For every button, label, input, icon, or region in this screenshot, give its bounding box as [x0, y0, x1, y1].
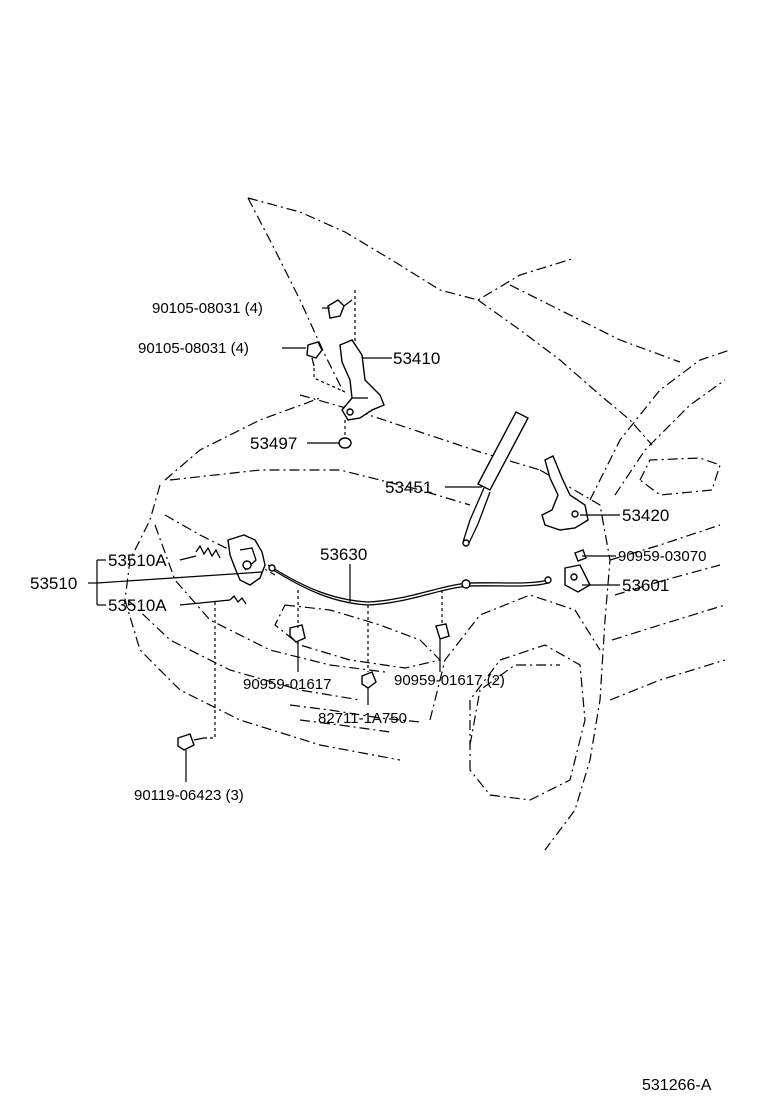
label-lock-a-bottom: 53510A — [108, 596, 167, 615]
label-hinge-right: 53420 — [622, 506, 669, 525]
hood-cushion-icon — [338, 437, 352, 449]
clamp-right-icon — [435, 623, 450, 640]
label-cable: 53630 — [320, 545, 367, 564]
center-clip-icon — [361, 671, 377, 689]
bolt-bottom-icon — [177, 733, 205, 751]
label-bolt-mid: 90105-08031 (4) — [138, 340, 249, 357]
hood-hinge-left-icon — [339, 339, 385, 421]
hood-lock-icon — [227, 534, 266, 586]
label-clamp-left: 90959-01617 — [243, 676, 331, 693]
label-clip-right-top: 90959-03070 — [618, 548, 706, 565]
label-bolt-top: 90105-08031 (4) — [152, 300, 263, 317]
clip-right-top-icon — [574, 549, 587, 562]
label-clamp-right: 90959-01617 (2) — [394, 672, 505, 689]
hood-hinge-right-icon — [541, 455, 589, 531]
leader-lines — [88, 307, 620, 782]
diagram-id: 531266-A — [642, 1077, 712, 1094]
clamp-left-icon — [289, 624, 306, 643]
release-lever-icon — [564, 564, 591, 593]
label-bolt-bottom: 90119-06423 (3) — [134, 787, 244, 804]
bolt-mid-icon — [306, 341, 323, 367]
spring-bottom-icon — [229, 594, 247, 605]
release-cable-icon — [267, 564, 552, 606]
label-clip-center: 82711-1A750 — [318, 710, 407, 727]
label-lever: 53601 — [622, 576, 669, 595]
label-hinge: 53410 — [393, 349, 440, 368]
label-cushion: 53497 — [250, 434, 297, 453]
bolt-top-icon — [327, 299, 353, 319]
label-lock-group: 53510 — [30, 574, 77, 593]
label-support: 53451 — [385, 478, 432, 497]
label-lock-a-top: 53510A — [108, 551, 167, 570]
hood-support-icon — [462, 411, 529, 547]
spring-top-icon — [195, 544, 221, 559]
